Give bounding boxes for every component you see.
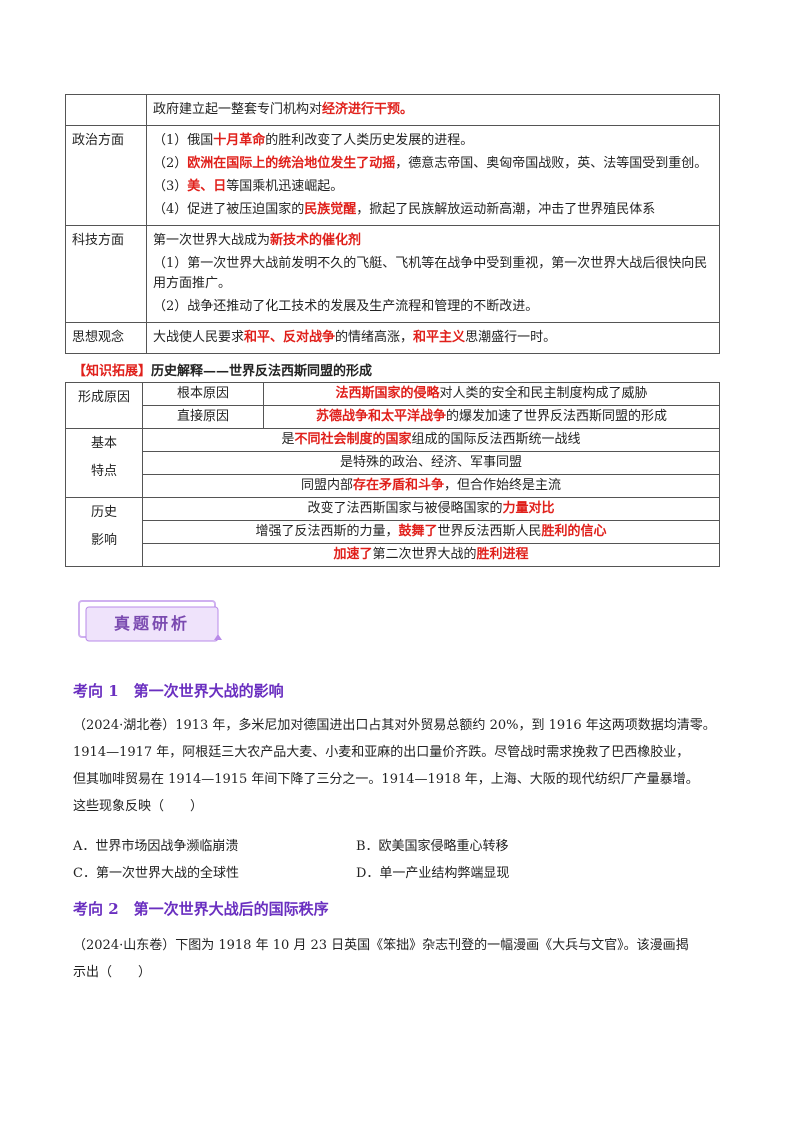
politics-item-4: （4）促进了被压迫国家的民族觉醒，掀起了民族解放运动新高潮，冲击了世界殖民体系: [153, 202, 656, 217]
impact-1: 改变了法西斯国家与被侵略国家的力量对比: [142, 497, 720, 521]
tech-item-1: 第一次世界大战成为新技术的催化剂: [153, 233, 362, 248]
alliance-table: 形成原因 根本原因 法西斯国家的侵略对人类的安全和民主制度构成了威胁 直接原因 …: [65, 382, 720, 567]
cause-label: 形成原因: [65, 382, 143, 429]
politics-item-1: （1）俄国十月革命的胜利改变了人类历史发展的进程。: [153, 133, 474, 148]
politics-item-3: （3）美、日等国乘机迅速崛起。: [153, 179, 344, 194]
q1-heading: 考向 1 第一次世界大战的影响: [73, 682, 284, 700]
empty-label-cell: [65, 94, 147, 126]
q1-option-c[interactable]: C．第一次世界大战的全球性: [73, 866, 239, 881]
economy-emphasis: 经济进行干预。: [322, 102, 414, 117]
tech-cell: 第一次世界大战成为新技术的催化剂 （1）第一次世界大战前发明不久的飞艇、飞机等在…: [146, 225, 720, 323]
tech-label: 科技方面: [65, 225, 147, 323]
impact-2: 增强了反法西斯的力量，鼓舞了世界反法西斯人民胜利的信心: [142, 520, 720, 544]
badge-label: 真题研析: [113, 614, 190, 633]
section-badge: 真题研析: [76, 598, 226, 644]
badge-frame-icon: [78, 600, 222, 642]
direct-cause-label: 直接原因: [142, 405, 264, 429]
politics-item-2: （2）欧洲在国际上的统治地位发生了动摇，德意志帝国、奥匈帝国战败，英、法等国受到…: [153, 156, 708, 171]
thought-cell: 大战使人民要求和平、反对战争的情绪高涨，和平主义思潮盛行一时。: [146, 322, 720, 354]
tech-item-3: （2）战争还推动了化工技术的发展及生产流程和管理的不断改进。: [153, 299, 539, 314]
q1-option-b[interactable]: B．欧美国家侵略重心转移: [356, 839, 509, 854]
thought-label: 思想观念: [65, 322, 147, 354]
feature-1: 是不同社会制度的国家组成的国际反法西斯统一战线: [142, 428, 720, 452]
politics-cell: （1）俄国十月革命的胜利改变了人类历史发展的进程。 （2）欧洲在国际上的统治地位…: [146, 125, 720, 226]
economy-continued-cell: 政府建立起一整套专门机构对经济进行干预。: [146, 94, 720, 126]
economy-text: 政府建立起一整套专门机构对: [153, 102, 323, 117]
q1-stem: （2024·湖北卷）1913 年，多米尼加对德国进出口占其对外贸易总额约 20%…: [73, 718, 716, 814]
q1-option-a[interactable]: A．世界市场因战争濒临崩溃: [73, 839, 239, 854]
root-cause-cell: 法西斯国家的侵略对人类的安全和民主制度构成了威胁: [263, 382, 720, 406]
expansion-heading: 【知识拓展】历史解释——世界反法西斯同盟的形成: [73, 364, 373, 379]
root-cause-label: 根本原因: [142, 382, 264, 406]
tech-item-2: （1）第一次世界大战前发明不久的飞艇、飞机等在战争中受到重视，第一次世界大战后很…: [153, 256, 708, 291]
impact-label: 历史影响: [65, 497, 143, 567]
q1-option-d[interactable]: D．单一产业结构弊端显现: [356, 866, 510, 881]
influence-table: 政府建立起一整套专门机构对经济进行干预。 政治方面 （1）俄国十月革命的胜利改变…: [65, 94, 720, 354]
q2-stem: （2024·山东卷）下图为 1918 年 10 月 23 日英国《笨拙》杂志刊登…: [73, 938, 689, 980]
q2-heading: 考向 2 第一次世界大战后的国际秩序: [73, 900, 329, 918]
direct-cause-cell: 苏德战争和太平洋战争的爆发加速了世界反法西斯同盟的形成: [263, 405, 720, 429]
politics-label: 政治方面: [65, 125, 147, 226]
features-label: 基本特点: [65, 428, 143, 498]
impact-3: 加速了第二次世界大战的胜利进程: [142, 543, 720, 567]
feature-3: 同盟内部存在矛盾和斗争，但合作始终是主流: [142, 474, 720, 498]
feature-2: 是特殊的政治、经济、军事同盟: [142, 451, 720, 475]
